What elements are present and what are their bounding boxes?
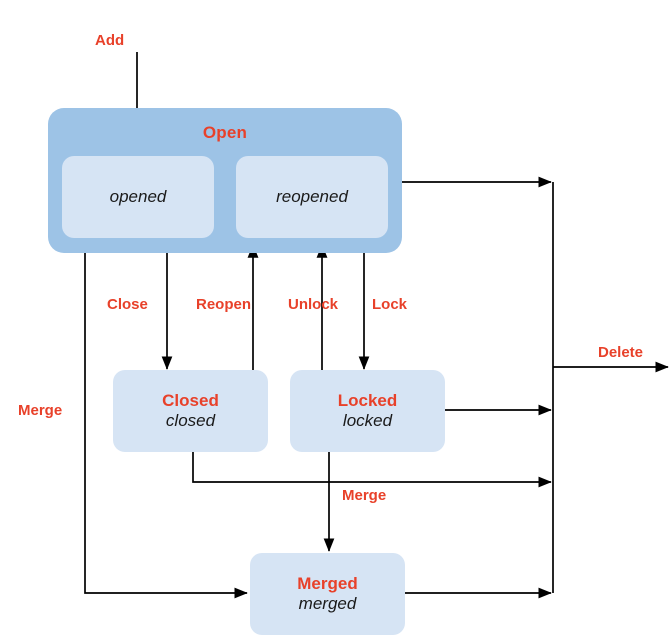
group-open[interactable]: Open opened reopened	[48, 108, 402, 253]
edge-label-close: Close	[107, 296, 148, 313]
state-locked-subtitle: locked	[342, 411, 393, 430]
edge-label-unlock: Unlock	[288, 296, 339, 313]
edge-label-add: Add	[95, 32, 125, 49]
edge-merge-left	[84, 253, 248, 599]
state-locked-title: Locked	[337, 390, 398, 410]
state-opened[interactable]: opened	[62, 156, 214, 238]
state-closed[interactable]: Closed closed	[113, 370, 268, 452]
state-merged-subtitle: merged	[298, 594, 357, 613]
state-reopened[interactable]: reopened	[236, 156, 388, 238]
group-open-title: Open	[202, 123, 248, 142]
edge-label-merge-left: Merge	[18, 402, 63, 419]
edge-closed-to-rail	[192, 452, 552, 488]
state-locked[interactable]: Locked locked	[290, 370, 445, 452]
state-closed-subtitle: closed	[165, 411, 216, 430]
edge-label-lock: Lock	[372, 296, 408, 313]
state-merged[interactable]: Merged merged	[250, 553, 405, 635]
edge-label-reopen: Reopen	[196, 296, 252, 313]
edge-label-merge-mid: Merge	[342, 487, 387, 504]
state-merged-title: Merged	[297, 573, 358, 593]
edge-label-delete: Delete	[598, 344, 644, 361]
state-closed-title: Closed	[162, 390, 219, 410]
